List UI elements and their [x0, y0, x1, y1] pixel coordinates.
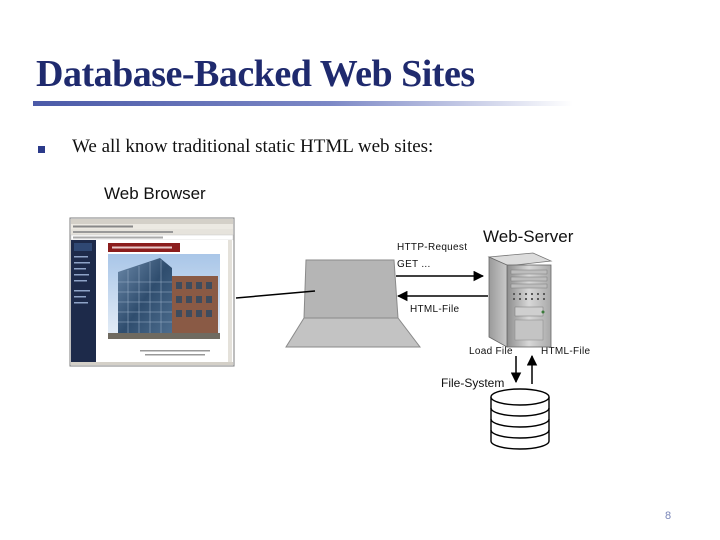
- load-file-label: Load File: [469, 346, 513, 357]
- laptop-base: [285, 317, 422, 348]
- bullet-text: We all know traditional static HTML web …: [72, 136, 434, 157]
- slide-title: Database-Backed Web Sites: [36, 53, 475, 95]
- response-html-file-label: HTML-File: [410, 304, 460, 315]
- title-underline: [33, 101, 573, 106]
- file-html-file-label: HTML-File: [541, 346, 591, 357]
- laptop-computer: [285, 259, 422, 348]
- web-server-label: Web-Server: [483, 227, 574, 246]
- browser-to-laptop-line: [235, 290, 316, 299]
- file-system-disks: [490, 388, 550, 450]
- file-system-label: File-System: [441, 376, 505, 390]
- browser-screenshot: [69, 217, 235, 367]
- server-tower: [487, 252, 553, 348]
- get-label: GET ...: [397, 259, 431, 270]
- laptop-screen: [303, 259, 399, 319]
- bullet-marker: [38, 146, 45, 153]
- web-browser-label: Web Browser: [104, 184, 206, 203]
- page-number: 8: [665, 510, 672, 522]
- browser-sidebar: [71, 240, 96, 362]
- http-request-label: HTTP-Request: [397, 242, 468, 253]
